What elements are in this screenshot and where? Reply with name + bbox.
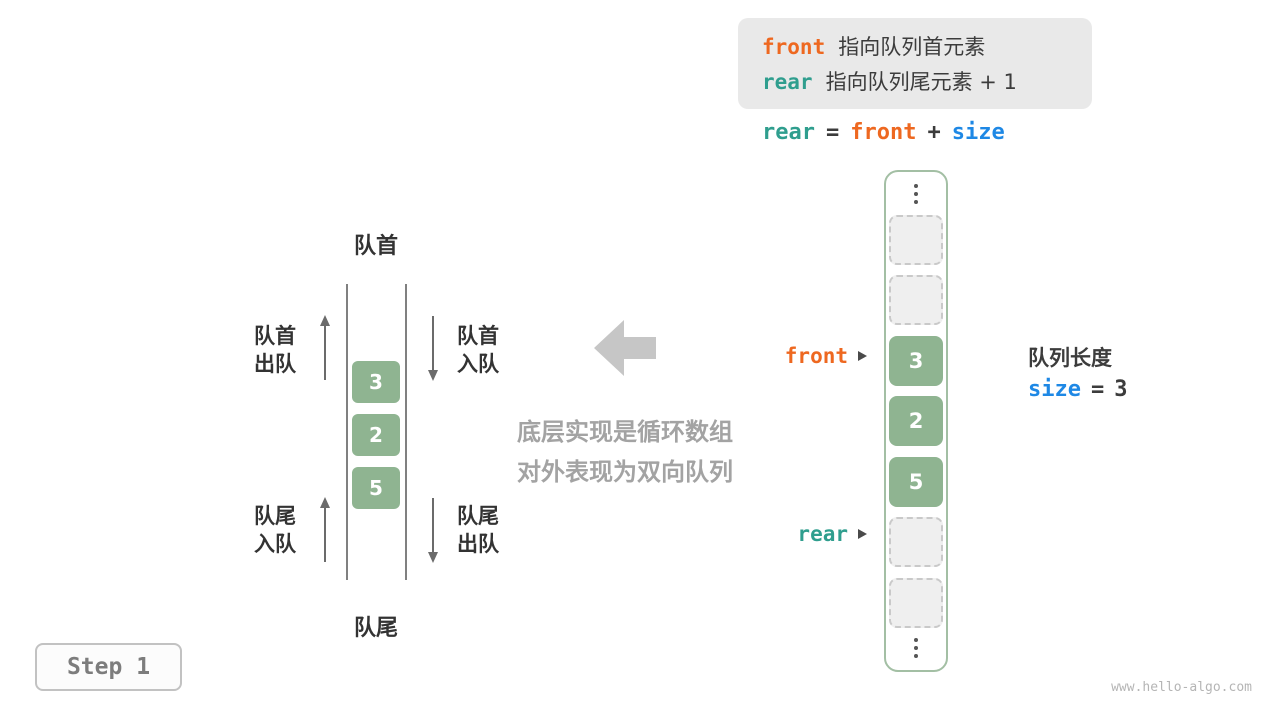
- rear-enqueue-line1: 队尾: [254, 504, 296, 528]
- watermark: www.hello-algo.com: [1111, 680, 1252, 695]
- queue-top-label: 队首: [353, 234, 398, 259]
- front-pointer: front: [768, 344, 868, 368]
- front-dequeue-line2: 出队: [254, 352, 296, 376]
- front-enqueue-label: 队首 入队: [455, 322, 501, 378]
- rear-dequeue-line2: 出队: [457, 532, 499, 556]
- down-arrow-icon: [428, 316, 438, 381]
- ellipsis-icon: [914, 184, 918, 204]
- rear-dequeue-line1: 队尾: [457, 504, 499, 528]
- up-arrow-icon: [320, 497, 330, 562]
- array-cell: [889, 275, 943, 325]
- up-arrow-icon: [320, 315, 330, 380]
- queue-right-line: [405, 284, 407, 580]
- note-line1: 底层实现是循环数组: [517, 418, 733, 446]
- front-keyword: front: [762, 35, 826, 59]
- formula: rear = front + size: [762, 120, 1005, 145]
- front-enqueue-line1: 队首: [457, 324, 499, 348]
- down-arrow-icon: [428, 498, 438, 563]
- rear-enqueue-line2: 入队: [254, 532, 296, 556]
- legend-box: front 指向队列首元素 rear 指向队列尾元素 + 1: [738, 18, 1092, 109]
- array-cell: [889, 214, 943, 265]
- front-description: 指向队列首元素: [838, 35, 986, 59]
- queue-cell: 2: [352, 414, 400, 456]
- rear-pointer-icon: [858, 529, 867, 539]
- formula-equals: =: [825, 120, 840, 145]
- size-keyword: size: [1028, 377, 1081, 402]
- queue-bottom-label: 队尾: [353, 616, 398, 641]
- front-enqueue-line2: 入队: [457, 352, 499, 376]
- ellipsis-icon: [914, 638, 918, 658]
- rear-pointer: rear: [768, 522, 868, 546]
- length-value-line: size = 3: [1028, 377, 1127, 402]
- size-equals: =: [1090, 377, 1105, 402]
- rear-description: 指向队列尾元素 + 1: [825, 70, 1017, 94]
- rear-dequeue-label: 队尾 出队: [455, 502, 501, 558]
- queue-cell: 3: [352, 361, 400, 403]
- queue-cell: 5: [352, 467, 400, 509]
- formula-size: size: [951, 120, 1005, 145]
- queue-left-line: [346, 284, 348, 580]
- array-cell: [889, 517, 943, 567]
- legend-rear-line: rear 指向队列尾元素 + 1: [762, 66, 1068, 96]
- note-line2: 对外表现为双向队列: [517, 458, 733, 486]
- front-dequeue-line1: 队首: [254, 324, 296, 348]
- step-badge: Step 1: [35, 643, 182, 691]
- legend-front-line: front 指向队列首元素: [762, 31, 1068, 61]
- queue-values: 3 2 5: [352, 361, 400, 509]
- left-block-arrow-icon: [594, 320, 656, 376]
- front-pointer-icon: [858, 351, 867, 361]
- rear-pointer-label: rear: [797, 522, 848, 546]
- array-cell: 5: [889, 456, 943, 507]
- rear-keyword: rear: [762, 70, 813, 94]
- formula-plus: +: [927, 120, 941, 145]
- size-value: 3: [1114, 377, 1128, 402]
- note-text: 底层实现是循环数组 对外表现为双向队列: [460, 412, 790, 492]
- front-pointer-label: front: [784, 344, 848, 368]
- formula-rear: rear: [762, 120, 815, 145]
- length-title: 队列长度: [1028, 346, 1112, 370]
- array-cell: 3: [889, 335, 943, 386]
- array-container: 3 2 5: [884, 170, 948, 672]
- array-cell: [889, 577, 943, 628]
- formula-front: front: [850, 120, 917, 145]
- array-cell: 2: [889, 396, 943, 446]
- rear-enqueue-label: 队尾 入队: [252, 502, 298, 558]
- front-dequeue-label: 队首 出队: [252, 322, 298, 378]
